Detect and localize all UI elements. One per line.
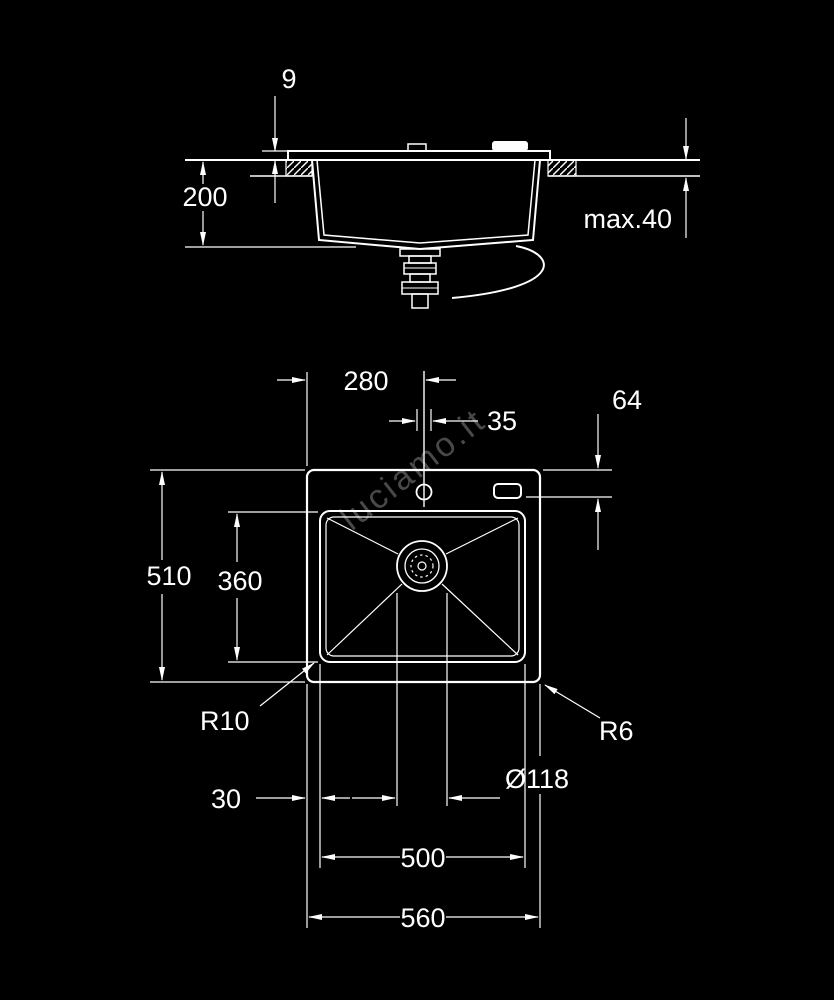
bowl-diagonal-br (441, 583, 519, 656)
bowl-diagonal-bl (326, 583, 403, 656)
drain-assembly (399, 248, 441, 309)
drain-plan (396, 540, 448, 592)
dim-overall-width-560: 560 (308, 684, 541, 933)
dim-bowl-depth-360: 360 (217, 511, 318, 663)
dim-bowl-depth-label: 200 (182, 182, 227, 212)
drain-outer-circle (396, 540, 448, 592)
dim-remote-offset-label: 64 (612, 385, 642, 415)
bowl-outer-wall (311, 159, 541, 251)
remote-knob-side (492, 141, 528, 151)
bowl-top-edge (319, 510, 526, 663)
dim-overall-depth-510: 510 (146, 469, 305, 683)
dim-drain-diameter-label: Ø118 (505, 764, 569, 794)
dim-overall-width-label: 560 (400, 903, 445, 933)
sink-rim-profile (287, 150, 551, 160)
dim-bowl-width-500: 500 (321, 664, 526, 873)
dim-outer-radius-label: R6 (599, 716, 634, 746)
drain-flange (399, 248, 441, 257)
remote-knob-plan (493, 483, 522, 499)
dim-inner-radius-r10: R10 (200, 662, 315, 736)
dim-bowl-offset-label: 30 (211, 784, 241, 814)
dim-faucet-offset-280: 280 (277, 366, 456, 466)
drain-center-circle (417, 561, 427, 571)
plan-view (305, 371, 542, 684)
side-view (185, 141, 700, 309)
bowl-inner-wall (316, 159, 536, 244)
bowl-diagonal-tr (445, 517, 519, 555)
faucet-hole-stub (407, 143, 427, 152)
dim-bowl-depth-200: 200 (182, 161, 356, 248)
countertop-hatch-right (547, 159, 577, 177)
countertop-hatch-left (285, 159, 313, 177)
dim-faucet-hole-35: 35 (389, 406, 517, 436)
drain-pipe-upper (408, 255, 432, 264)
drain-strainer-circle (410, 554, 434, 578)
bowl-diagonal-tl (326, 517, 399, 555)
dim-bowl-inner-depth-label: 360 (217, 566, 262, 596)
dim-outer-radius-r6: R6 (544, 684, 634, 746)
dim-faucet-offset-label: 280 (343, 366, 388, 396)
dim-rim-height-label: 9 (281, 64, 296, 94)
dim-bowl-width-label: 500 (400, 843, 445, 873)
dim-countertop-thickness-max40: max.40 (583, 118, 689, 238)
drain-pipe-middle (409, 273, 431, 283)
dim-faucet-hole-label: 35 (487, 406, 517, 436)
dim-drain-diameter-118: Ø118 (352, 593, 569, 806)
drain-tailpipe (411, 293, 429, 309)
drain-middle-circle (404, 548, 440, 584)
dim-countertop-thickness-label: max.40 (583, 204, 672, 234)
dim-bowl-offset-30: 30 (211, 664, 350, 928)
dim-remote-offset-64: 64 (526, 385, 642, 550)
dim-overall-depth-label: 510 (146, 561, 191, 591)
bowl-bottom-edge (325, 516, 520, 657)
dim-inner-radius-label: R10 (200, 706, 250, 736)
overflow-hose (451, 245, 545, 299)
dim-rim-height-9: 9 (262, 64, 297, 203)
